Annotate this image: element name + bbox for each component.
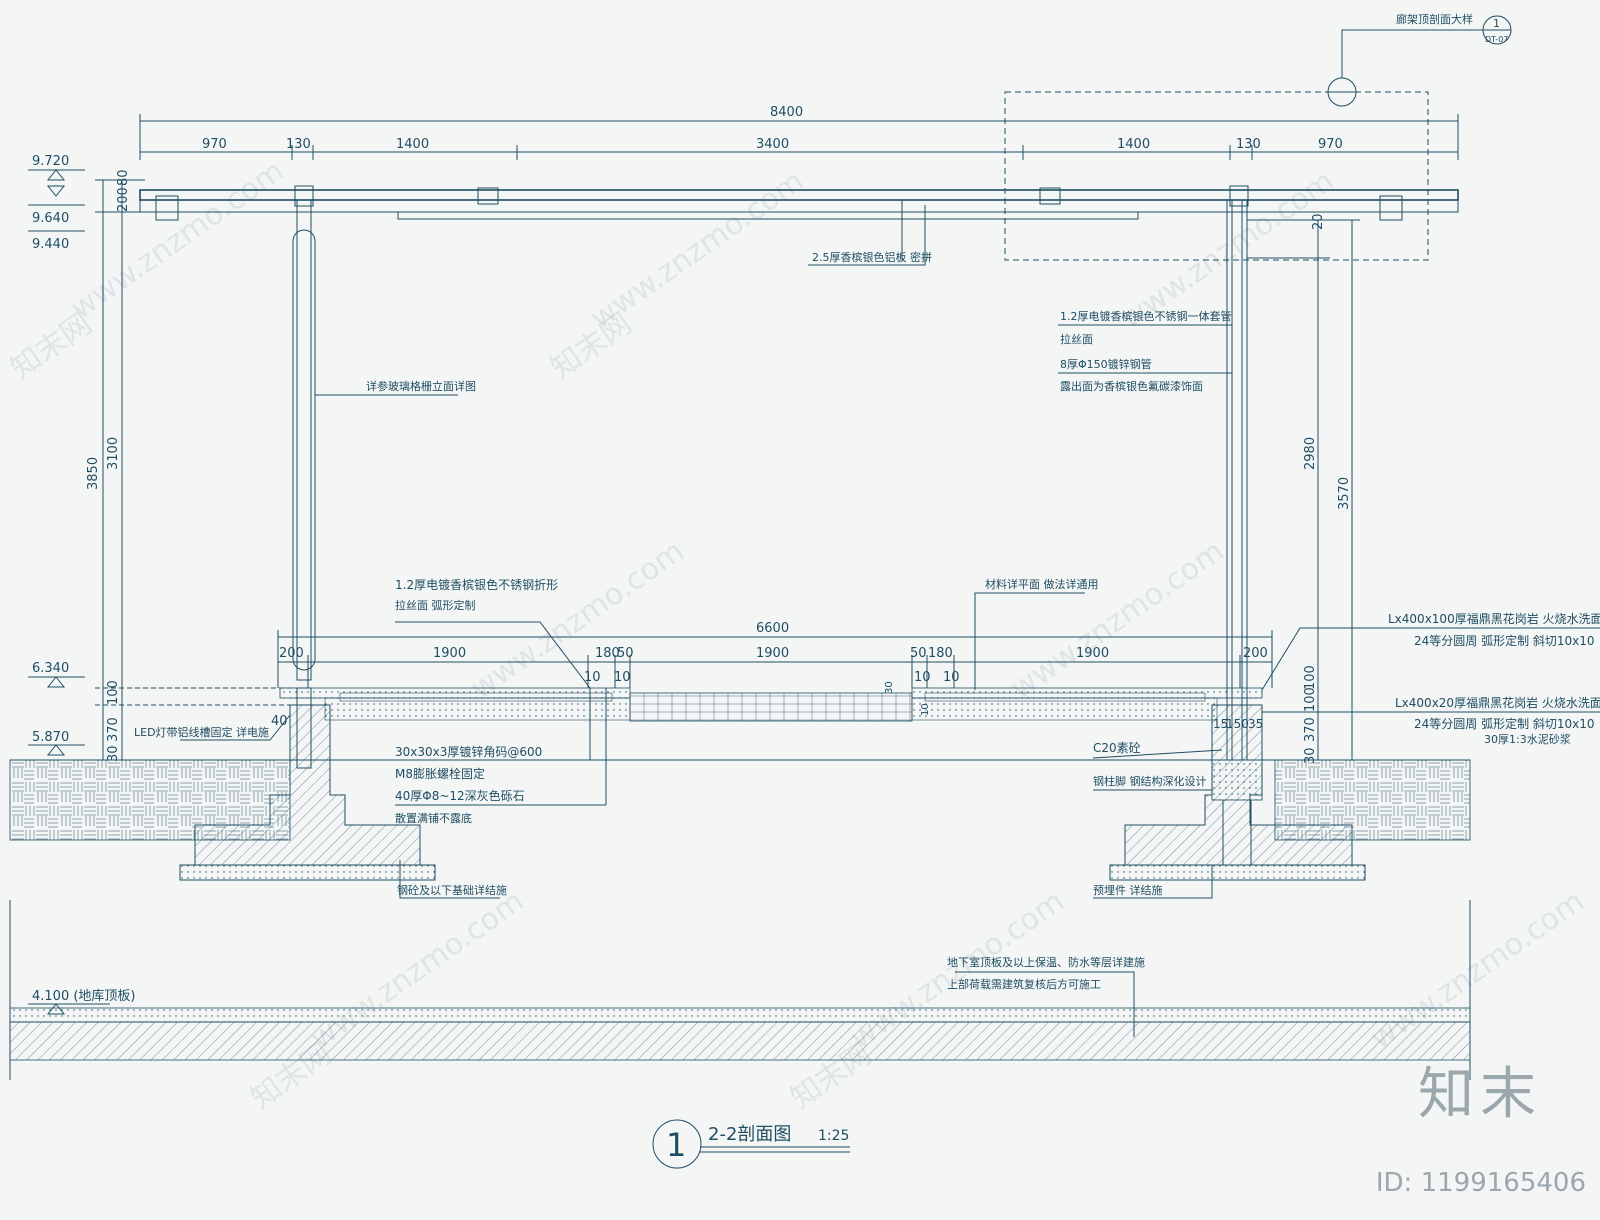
note-edge-strip: 1.2厚电镀香槟银色不锈钢折形 xyxy=(395,577,558,592)
detail-callout-label: 廊架顶剖面大样 xyxy=(1396,12,1473,26)
roof-beam: 2.5厚香槟银色铝板 密拼 xyxy=(139,185,1459,266)
dim-left: 3850 xyxy=(86,457,101,490)
dim-left: 370 xyxy=(106,717,121,742)
dim-bottom: 50 xyxy=(910,646,927,661)
detail-sheet: DT-07 xyxy=(1485,35,1508,44)
dim-bottom: 10 xyxy=(943,670,960,685)
top-dimensions: 8400 970 130 1400 3400 1400 130 970 xyxy=(139,105,1459,160)
left-foundation-notes: LED灯带铝线槽固定 详电施 30x30x3厚镀锌角码@600 M8膨胀螺栓固定… xyxy=(134,577,607,899)
dim-top: 130 xyxy=(1236,137,1261,152)
brand-id: ID: 1199165406 xyxy=(1375,1168,1586,1198)
note-bolt: M8膨胀螺栓固定 xyxy=(395,766,485,781)
title-index: 1 xyxy=(666,1126,686,1164)
note-post-steel: 8厚Φ150镀锌钢管 xyxy=(1060,357,1152,371)
title-scale: 1:25 xyxy=(818,1128,849,1144)
note-concrete: C20素砼 xyxy=(1093,741,1141,755)
level-marker: 4.100 (地库顶板) xyxy=(32,988,136,1004)
note-post-steel-finish: 露出面为香槟银色氟碳漆饰面 xyxy=(1060,379,1203,393)
note-post-sleeve-finish: 拉丝面 xyxy=(1060,332,1093,346)
drawing-title: 1 2-2剖面图 1:25 xyxy=(652,1119,850,1169)
dim-bottom: 1900 xyxy=(433,646,466,661)
watermark-layer: www.znzmo.com www.znzmo.com www.znzmo.co… xyxy=(5,154,1591,1117)
note-led: LED灯带铝线槽固定 详电施 xyxy=(134,725,269,739)
note-gravel-cover: 散置满铺不露底 xyxy=(395,811,472,825)
note-paving-ref: 材料详平面 做法详通用 xyxy=(985,577,1099,591)
left-post: 详参玻璃格栅立面详图 xyxy=(292,199,476,769)
note-granite-1: Lx400x100厚福鼎黑花岗岩 火烧水洗面 xyxy=(1388,611,1600,626)
right-foundation-notes: 材料详平面 做法详通用 Lx400x100厚福鼎黑花岗岩 火烧水洗面 24等分圆… xyxy=(974,577,1600,899)
dim-left: 100 xyxy=(106,680,121,705)
dim-bottom: 30 xyxy=(884,681,895,694)
dim-right: 20 xyxy=(1311,213,1326,230)
dim-top: 1400 xyxy=(396,137,429,152)
watermark-text: www.znzmo.com xyxy=(465,534,691,707)
levels: 9.720 9.640 9.440 6.340 5.870 4.100 (地库顶… xyxy=(28,154,136,1015)
note-mortar: 30厚1:3水泥砂浆 xyxy=(1484,732,1571,746)
dim-top: 1400 xyxy=(1117,137,1150,152)
dim-overall-bottom: 6600 xyxy=(756,621,789,636)
title-text: 2-2剖面图 xyxy=(708,1124,791,1145)
note-gravel: 40厚Φ8~12深灰色砾石 xyxy=(395,789,525,803)
dim-overall: 8400 xyxy=(770,105,803,120)
dim-left: 3100 xyxy=(106,437,121,470)
brand-logo: 知末 xyxy=(1418,1062,1542,1127)
basement-slab: 地下室顶板及以上保温、防水等层详建施 上部荷载需建筑复核后方可施工 xyxy=(9,900,1471,1080)
dim-top: 970 xyxy=(1318,137,1343,152)
dim-bottom: 10 xyxy=(914,670,931,685)
note-granite-2: Lx400x20厚福鼎黑花岗岩 火烧水洗面 xyxy=(1395,695,1600,710)
dim-bottom: 200 xyxy=(279,646,304,661)
note-embed: 预埋件 详结施 xyxy=(1093,883,1163,897)
watermark-text: www.znzmo.com xyxy=(1005,534,1231,707)
note-roof-panel: 2.5厚香槟银色铝板 密拼 xyxy=(812,250,932,264)
right-dimensions: 20 2980 3570 100 100 370 30 xyxy=(1247,213,1360,764)
level-marker: 9.720 xyxy=(32,154,69,169)
dim-bottom: 40 xyxy=(271,714,288,729)
note-angle: 30x30x3厚镀锌角码@600 xyxy=(395,745,542,759)
level-marker: 5.870 xyxy=(32,730,69,745)
detail-callout: 廊架顶剖面大样 1 DT-07 xyxy=(1004,12,1512,261)
dim-right: 3570 xyxy=(1337,477,1352,510)
dim-bottom: 200 xyxy=(1243,646,1268,661)
note-edge-strip-finish: 拉丝面 弧形定制 xyxy=(395,598,476,612)
dim-left: 30 xyxy=(106,745,121,762)
dim-top: 970 xyxy=(202,137,227,152)
paving xyxy=(279,687,1263,722)
dim-top: 130 xyxy=(286,137,311,152)
note-basement: 地下室顶板及以上保温、防水等层详建施 xyxy=(947,955,1145,969)
dim-left: 80 xyxy=(116,169,131,186)
dim-bottom: 50 xyxy=(617,646,634,661)
note-column-foot: 钢柱脚 钢结构深化设计 xyxy=(1093,774,1207,788)
dim-right: 100 xyxy=(1303,687,1318,712)
note-glass-ref: 详参玻璃格栅立面详图 xyxy=(366,379,476,393)
dim-right: 100 xyxy=(1303,665,1318,690)
level-marker: 6.340 xyxy=(32,661,69,676)
dim-bottom: 180 xyxy=(928,646,953,661)
note-granite-1-cut: 24等分圆周 弧形定制 斜切10x10 xyxy=(1414,633,1595,648)
level-marker: 9.640 xyxy=(32,211,69,226)
dim-right: 370 xyxy=(1303,717,1318,742)
note-found-left: 钢砼及以下基础详结施 xyxy=(397,883,507,897)
dim-bottom: 10 xyxy=(614,670,631,685)
right-post: 1.2厚电镀香槟银色不锈钢一体套管 拉丝面 8厚Φ150镀锌钢管 露出面为香槟银… xyxy=(1058,199,1248,761)
note-basement-load: 上部荷载需建筑复核后方可施工 xyxy=(947,977,1101,991)
left-dimensions: 200 80 3850 3100 100 370 30 xyxy=(86,169,300,762)
ground xyxy=(9,704,1471,881)
watermark-text: 知末网 xyxy=(5,306,99,386)
note-post-sleeve: 1.2厚电镀香槟银色不锈钢一体套管 xyxy=(1060,309,1232,323)
level-marker: 9.440 xyxy=(32,237,69,252)
dim-right: 2980 xyxy=(1303,437,1318,470)
dim-bottom: 1900 xyxy=(1076,646,1109,661)
dim-left: 200 xyxy=(116,187,131,212)
dim-top: 3400 xyxy=(756,137,789,152)
dim-bottom: 10 xyxy=(584,670,601,685)
detail-index: 1 xyxy=(1493,17,1500,30)
dim-bottom: 1900 xyxy=(756,646,789,661)
dim-bottom: 180 xyxy=(595,646,620,661)
note-granite-2-cut: 24等分圆周 弧形定制 斜切10x10 xyxy=(1414,716,1595,731)
